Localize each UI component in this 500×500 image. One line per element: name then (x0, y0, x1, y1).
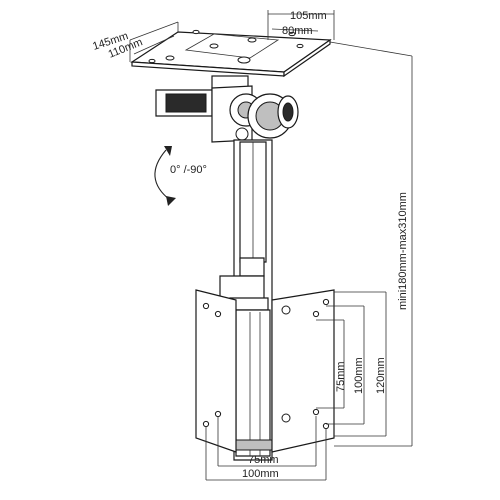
dim-top-width: 105mm (290, 10, 327, 22)
vesa-vertical-dimension-lines (316, 291, 387, 437)
dim-top-inner-width: 80mm (282, 25, 313, 37)
vesa-plate-left (195, 289, 237, 453)
tilt-arrow-icon (154, 146, 176, 206)
vesa-plate-right (271, 289, 335, 453)
tilt-hinge (155, 75, 299, 143)
dim-vesa-outer: 120mm (375, 357, 387, 394)
dim-vesa-v-100: 100mm (353, 357, 365, 394)
dim-vesa-v-75: 75mm (335, 361, 347, 392)
top-dimension-lines (129, 10, 335, 62)
dim-vesa-h-75: 75mm (248, 454, 279, 466)
dim-vesa-h-100: 100mm (242, 468, 279, 480)
vesa-horizontal-dimension-lines (205, 416, 327, 481)
height-dimension-lines (329, 41, 413, 447)
dim-tilt: 0° /-90° (170, 164, 207, 176)
dim-height-range: mini180mm-max310mm (397, 192, 409, 310)
ceiling-plate (130, 29, 332, 78)
